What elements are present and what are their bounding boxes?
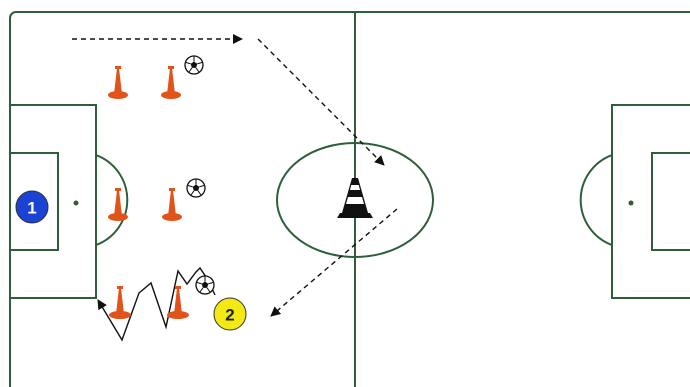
left-penalty-spot	[73, 200, 79, 206]
training-cone-icon	[108, 66, 128, 99]
training-cone-icon	[109, 286, 131, 319]
player-1-circle	[15, 190, 49, 224]
player-2-label: 2	[225, 306, 234, 325]
training-cone-icon	[162, 188, 182, 221]
soccer-ball-icon	[186, 178, 206, 198]
soccer-ball-icon	[184, 55, 204, 75]
training-cone-icon	[161, 66, 181, 99]
training-cone-icon	[108, 188, 128, 221]
center-circle	[276, 142, 434, 258]
left-goal-area	[9, 152, 59, 251]
movement-arrows	[72, 34, 398, 342]
right-penalty-arc	[579, 154, 613, 246]
soccer-ball-icon	[195, 275, 215, 295]
training-cone-icon	[167, 286, 189, 319]
right-penalty-spot	[628, 200, 634, 206]
player-2-marker: 2	[213, 297, 247, 331]
dribble-zigzag-path	[97, 266, 216, 342]
right-penalty-area	[611, 104, 690, 299]
player-1-label: 1	[27, 199, 36, 218]
pass-arrow-diagonal-back	[270, 208, 398, 317]
pass-arrow-diagonal-down	[257, 38, 385, 166]
striped-marker-cone-icon	[337, 178, 373, 218]
player-1-marker: 1	[15, 190, 49, 224]
balls	[184, 55, 215, 295]
left-penalty-arc	[95, 154, 129, 246]
player-2-circle	[213, 297, 247, 331]
cones	[108, 66, 189, 319]
right-goal-area	[651, 152, 690, 251]
